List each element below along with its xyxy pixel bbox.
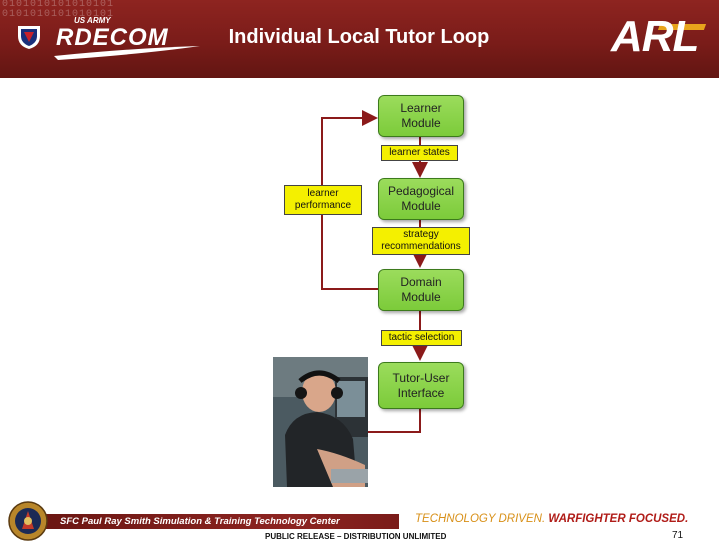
tagline-warfighter-focused: WARFIGHTER FOCUSED. bbox=[548, 513, 689, 525]
arl-wordmark: ARL bbox=[611, 12, 699, 61]
us-army-text: US ARMY bbox=[74, 16, 111, 25]
army-shield-icon bbox=[18, 26, 40, 49]
tutor-user-interface-node: Tutor-User Interface bbox=[378, 362, 464, 409]
learner-module-node: Learner Module bbox=[378, 95, 464, 137]
stc-seal-icon bbox=[8, 501, 48, 541]
strategy-recommendations-label: strategy recommendations bbox=[372, 227, 470, 255]
header-banner: 0101010101010101 0101010101010101 US ARM… bbox=[0, 0, 719, 78]
tactic-selection-label: tactic selection bbox=[381, 330, 462, 346]
binary-pattern: 0101010101010101 0101010101010101 bbox=[2, 0, 115, 20]
arl-logo: ARL bbox=[609, 10, 709, 68]
footer-bar bbox=[38, 514, 399, 529]
release-statement: PUBLIC RELEASE – DISTRIBUTION UNLIMITED bbox=[265, 532, 447, 541]
pedagogical-module-node: Pedagogical Module bbox=[378, 178, 464, 220]
page-number: 71 bbox=[672, 530, 684, 541]
arrow-interface-to-domain bbox=[365, 409, 421, 433]
tagline-technology-driven: TECHNOLOGY DRIVEN. bbox=[415, 513, 546, 525]
soldier-with-headset-photo bbox=[273, 357, 368, 487]
page-title: Individual Local Tutor Loop bbox=[228, 26, 490, 48]
photo-illustration bbox=[273, 357, 368, 487]
learner-performance-label: learner performance bbox=[284, 185, 362, 215]
learner-states-label: learner states bbox=[381, 145, 458, 161]
footer-center-name: SFC Paul Ray Smith Simulation & Training… bbox=[60, 516, 340, 527]
domain-module-node: Domain Module bbox=[378, 269, 464, 311]
footer-tagline: TECHNOLOGY DRIVEN. WARFIGHTER FOCUSED. bbox=[415, 513, 688, 525]
rdecom-logo: US ARMY RDECOM bbox=[14, 12, 200, 60]
rdecom-swoosh bbox=[54, 46, 200, 60]
rdecom-wordmark: RDECOM bbox=[56, 24, 169, 51]
